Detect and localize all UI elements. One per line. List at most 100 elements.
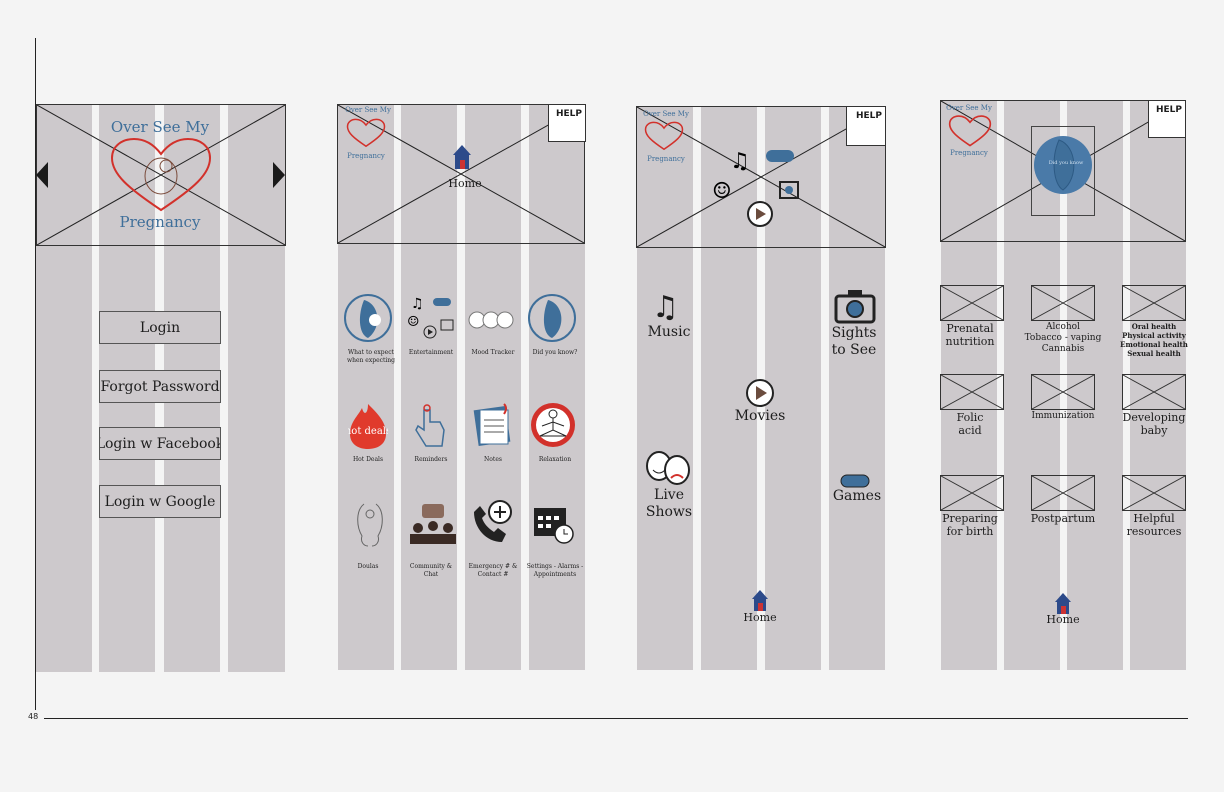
camera-icon[interactable] <box>834 288 876 324</box>
image-placeholder[interactable] <box>940 285 1004 321</box>
meditation-icon[interactable] <box>530 402 576 448</box>
image-placeholder[interactable] <box>1031 285 1095 321</box>
topic-line: Physical activity <box>1122 331 1186 340</box>
hero-frame <box>1031 126 1095 216</box>
topic-postpartum[interactable]: Postpartum <box>1024 512 1102 525</box>
home-icon[interactable] <box>453 145 471 171</box>
grid-column <box>1130 100 1186 670</box>
help-button[interactable]: HELP <box>846 106 886 146</box>
page-bottom-rule <box>44 718 1188 719</box>
brand-mini-bottom: Pregnancy <box>347 152 385 160</box>
community-chat-icon[interactable] <box>408 502 458 546</box>
tile-label: Community & Chat <box>409 563 453 578</box>
topic-line: Folic <box>956 411 984 424</box>
play-button-icon[interactable] <box>745 378 775 408</box>
topic-line: resources <box>1126 525 1182 538</box>
mood-faces-icon[interactable] <box>467 305 517 335</box>
calendar-clock-icon[interactable] <box>530 504 576 546</box>
help-button[interactable]: HELP <box>548 104 586 142</box>
help-label: HELP <box>855 111 882 121</box>
image-placeholder[interactable] <box>1122 475 1186 511</box>
brand-mini-top: Over See My <box>946 104 992 112</box>
login-facebook-button[interactable]: Login w Facebook <box>99 427 221 460</box>
grid-column <box>36 104 92 672</box>
topic-line: Tobacco - vaping <box>1024 333 1102 343</box>
topic-line: Developing <box>1122 411 1186 424</box>
live-shows-label-2[interactable]: Shows <box>645 504 693 520</box>
tile-label: What to expect when expecting <box>346 349 396 364</box>
grid-column <box>765 106 821 670</box>
topic-line: Sexual health <box>1127 349 1181 358</box>
topic-line: Emotional health <box>1120 340 1188 349</box>
tile-label: Doulas <box>357 563 379 570</box>
image-placeholder[interactable] <box>940 374 1004 410</box>
svg-text:♫: ♫ <box>411 296 424 312</box>
help-label: HELP <box>555 109 582 119</box>
home-icon[interactable] <box>1055 593 1071 615</box>
previous-arrow-icon[interactable] <box>36 162 48 188</box>
tile-label: Entertainment <box>408 349 454 356</box>
tile-label: Mood Tracker <box>471 349 515 356</box>
sights-label-1[interactable]: Sights <box>831 325 877 341</box>
topic-line: baby <box>1140 424 1168 437</box>
game-controller-icon[interactable] <box>840 474 870 488</box>
phone-plus-icon[interactable] <box>468 498 516 546</box>
help-button[interactable]: HELP <box>1148 100 1186 138</box>
image-placeholder[interactable] <box>1122 285 1186 321</box>
topic-line: for birth <box>946 525 994 538</box>
page-left-rule <box>35 38 36 710</box>
forgot-password-button[interactable]: Forgot Password <box>99 370 221 403</box>
music-note-icon[interactable]: ♫ <box>652 290 679 325</box>
login-button[interactable]: Login <box>99 311 221 344</box>
grid-column <box>228 104 285 672</box>
image-placeholder[interactable] <box>940 475 1004 511</box>
help-label: HELP <box>1155 105 1182 115</box>
finger-ribbon-icon[interactable] <box>412 400 448 452</box>
topic-immunization[interactable]: Immunization <box>1024 411 1102 422</box>
movies-label[interactable]: Movies <box>734 408 786 424</box>
tile-label: Reminders <box>414 456 448 463</box>
pregnant-belly-icon[interactable] <box>528 294 576 342</box>
hot-deals-badge: hot deals <box>348 426 388 437</box>
entertainment-icon[interactable]: ♫☺ <box>405 294 455 340</box>
games-label[interactable]: Games <box>832 488 882 504</box>
music-label[interactable]: Music <box>647 324 691 340</box>
pregnant-belly-icon <box>1034 136 1092 194</box>
image-placeholder[interactable] <box>1031 475 1095 511</box>
grid-column <box>829 106 885 670</box>
tile-label: Settings - Alarms - Appointments <box>526 563 584 578</box>
heart-fetus-logo-icon <box>948 115 992 147</box>
image-placeholder[interactable] <box>1031 374 1095 410</box>
home-label[interactable]: Home <box>1046 613 1080 626</box>
image-placeholder[interactable] <box>1122 374 1186 410</box>
theater-masks-icon[interactable] <box>645 450 691 486</box>
next-arrow-icon[interactable] <box>273 162 285 188</box>
pregnant-belly-icon[interactable] <box>344 294 392 342</box>
login-google-button[interactable]: Login w Google <box>99 485 221 518</box>
topic-line: Prenatal <box>946 322 994 335</box>
header-image-placeholder <box>337 104 585 244</box>
hot-deals-icon[interactable]: hot deals <box>348 402 388 450</box>
doula-sketch-icon[interactable] <box>350 500 390 548</box>
tile-label: Notes <box>484 456 502 463</box>
notepad-icon[interactable] <box>470 402 514 448</box>
topic-line: Alcohol <box>1046 322 1080 332</box>
svg-text:☺: ☺ <box>407 314 420 330</box>
sights-label-2[interactable]: to See <box>831 342 877 358</box>
live-shows-label-1[interactable]: Live <box>654 487 684 503</box>
grid-column <box>465 104 521 670</box>
home-label[interactable]: Home <box>743 611 777 624</box>
tile-label: Did you know? <box>532 349 578 356</box>
topic-line: Oral health <box>1131 322 1177 331</box>
topic-line: Cannabis <box>1041 344 1085 354</box>
heart-fetus-logo-icon <box>644 121 684 151</box>
home-icon[interactable] <box>752 590 768 612</box>
brand-mini-bottom: Pregnancy <box>950 149 988 157</box>
